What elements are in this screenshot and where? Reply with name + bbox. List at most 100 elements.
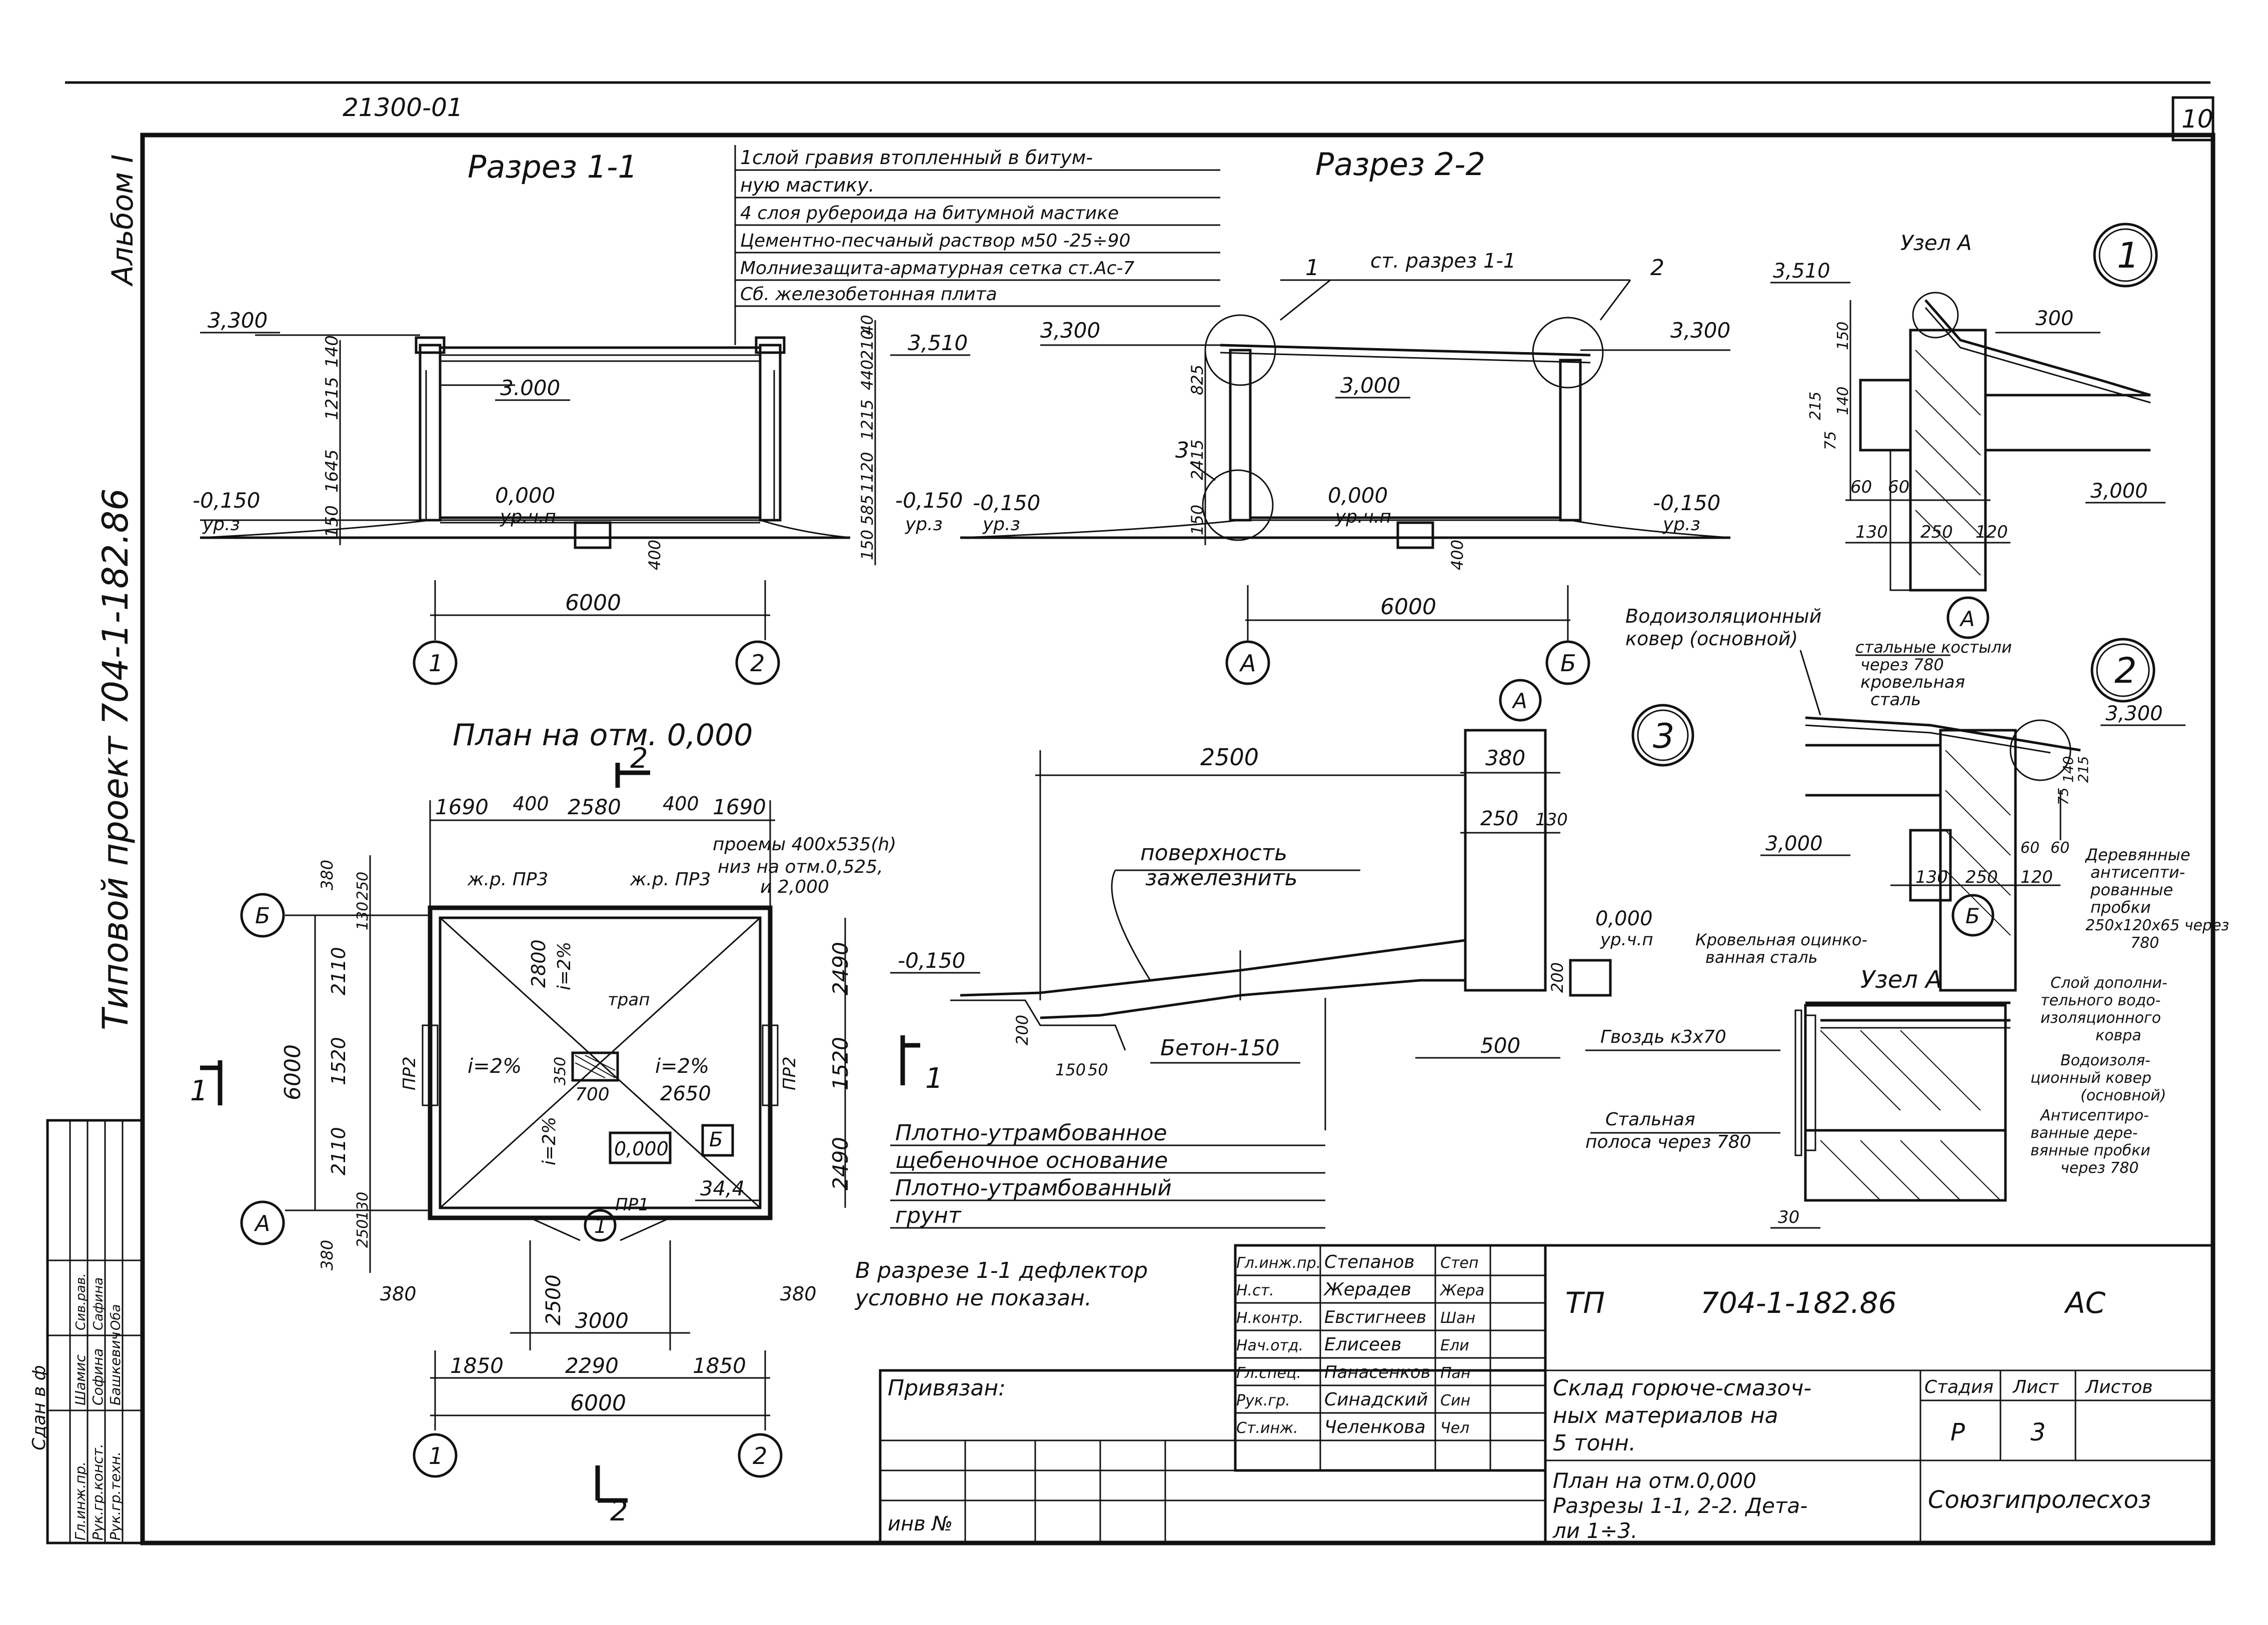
detail-2-note-4: 250х120х65 через xyxy=(2085,917,2229,934)
s22-axis-b: Б xyxy=(1560,650,1576,677)
detail-2: 2 Водоизоляционный ковер (основной) стал… xyxy=(1625,605,2229,992)
s22-elev-0000: 0,000 xyxy=(1328,483,1388,508)
s11-axis-1: 1 xyxy=(429,650,443,677)
plan-openings-0: проемы 400х535(h) xyxy=(713,834,896,855)
s22-span: 6000 xyxy=(1380,594,1436,620)
tb-name-2: 5 тонн. xyxy=(1553,1430,1636,1456)
staff-0-role: Гл.инж.пр. xyxy=(1236,1254,1321,1272)
s11-depth: 400 xyxy=(645,540,664,570)
detail-2-dh0: 60 xyxy=(2020,839,2039,857)
node-a-label-4: полоса через 780 xyxy=(1585,1132,1751,1152)
section-1-1: Разрез 1-1 1слой гравия втопленный в бит… xyxy=(193,145,1220,685)
s22-label-urz-l: ур.з xyxy=(982,514,1020,535)
sheet-number: 10 xyxy=(2181,105,2213,134)
node-a-label-1: ванная сталь xyxy=(1705,948,1818,967)
detail-1-dv2: 140 xyxy=(1834,387,1852,415)
note-line-1: условно не показан. xyxy=(854,1285,1092,1311)
plan-door-w: 3000 xyxy=(575,1308,629,1333)
s11-dim-l2: 1645 xyxy=(322,449,342,493)
s11-elev-m0150: -0,150 xyxy=(193,488,260,513)
s11-dim-r0: 40 xyxy=(858,315,877,335)
revision-strip: Сдан в ф Гл.инж.пр. Шамис Сив.рав. Рук.г… xyxy=(29,1119,144,1544)
plan-title: План на отм. 0,000 xyxy=(453,718,753,753)
detail-3-dim-380: 380 xyxy=(1485,746,1525,770)
note-block: В разрезе 1-1 дефлектор условно не показ… xyxy=(854,1258,1148,1311)
detail-2-label-3: через 780 xyxy=(1860,655,1944,674)
s11-dim-l0: 140 xyxy=(322,335,342,368)
plan-room: Б xyxy=(709,1128,723,1151)
plan-axis-2: 2 xyxy=(753,1442,767,1469)
plan-inner-350: 350 xyxy=(552,1057,569,1085)
plan-inner-700: 700 xyxy=(575,1084,610,1105)
detail-2-note-5: 780 xyxy=(2130,934,2159,952)
detail-1-number: 1 xyxy=(2117,235,2139,276)
staff-1-role: Н.ст. xyxy=(1236,1282,1274,1299)
plan-openings-1: низ на отм.0,525, xyxy=(718,857,883,877)
plan-left-5: 2110 xyxy=(328,1127,350,1175)
plan-inner-2650: 2650 xyxy=(660,1082,711,1105)
tb-name-0: Склад горюче-смазоч- xyxy=(1553,1375,1811,1401)
plan-right-2: 2490 xyxy=(828,1137,853,1190)
detail-3: 3 2500 380 250 130 А поверхность зажелез… xyxy=(890,679,1694,1229)
staff-3-role: Нач.отд. xyxy=(1236,1337,1303,1354)
section-1-1-outline xyxy=(200,334,851,549)
detail-3-elev-0000: 0,000 xyxy=(1595,907,1653,930)
detail-3-urchp: ур.ч.п xyxy=(1600,930,1653,950)
detail-2-dh2: 130 xyxy=(1915,867,1948,887)
s11-label-urchp: ур.ч.п xyxy=(500,507,556,527)
plan-pr1: ПР1 xyxy=(615,1195,649,1215)
s22-callout-2: 2 xyxy=(1650,255,1664,281)
detail-3-surface-1: зажелезнить xyxy=(1145,865,1298,891)
tb-mark: АС xyxy=(2063,1286,2106,1320)
plan-left-0: 380 xyxy=(318,860,337,890)
rev-r1-c2: Сафина xyxy=(91,1277,106,1330)
tb-content-0: План на отм.0,000 xyxy=(1553,1468,1756,1493)
staff-3-name: Елисеев xyxy=(1324,1334,1401,1355)
staff-4-role: Гл.спец. xyxy=(1236,1364,1301,1382)
node-a-note-10: через 780 xyxy=(2060,1159,2138,1177)
s11-dim-r4: 1120 xyxy=(858,452,877,493)
detail-1-dh0: 60 xyxy=(1850,477,1872,497)
plan-axis-b: Б xyxy=(255,903,270,929)
detail-2-note-0: Деревянные xyxy=(2084,845,2190,864)
node-a-note-8: ванные дере- xyxy=(2030,1124,2138,1142)
plan-total-left: 6000 xyxy=(280,1044,306,1100)
detail-2-dv1: 215 xyxy=(2075,756,2091,783)
plan-right-0: 2490 xyxy=(828,942,853,995)
s22-elev-3300-l: 3,300 xyxy=(1040,318,1100,343)
sheet-frame: 10 21300-01 Альбом I Типовой проект 704-… xyxy=(65,81,2215,1545)
tb-stage: Р xyxy=(1950,1418,1965,1446)
node-a-title: Узел А xyxy=(1860,966,1942,994)
staff-5-name: Синадский xyxy=(1324,1389,1428,1410)
s11-elev-0000: 0,000 xyxy=(495,483,555,508)
detail-3-surface-0: поверхность xyxy=(1140,840,1287,866)
plan-trap: трап xyxy=(608,990,650,1010)
plan-bottom-2: 1850 xyxy=(693,1353,746,1378)
signature-3: Ели xyxy=(1440,1337,1469,1354)
detail-1-node: Узел А xyxy=(1900,231,1972,255)
tb-inv: инв № xyxy=(888,1512,953,1535)
staff-4-name: Панасенков xyxy=(1324,1362,1431,1382)
rev-r1-c0: Рук.гр.конст. xyxy=(90,1443,106,1540)
plan-top-0: 1690 xyxy=(435,795,489,819)
node-a-note-5: ционный ковер xyxy=(2030,1069,2151,1087)
plan-axis-1: 1 xyxy=(429,1442,443,1469)
detail-2-elev-3000: 3,000 xyxy=(1765,832,1823,855)
detail-1-dh2: 130 xyxy=(1855,522,1888,542)
layer-3: Цементно-песчаный раствор м50 -25÷90 xyxy=(740,231,1130,251)
s11-dim-r6: 150 xyxy=(858,530,877,560)
detail-3-dim-250: 250 xyxy=(1480,807,1518,830)
detail-3-dim-2500: 2500 xyxy=(1200,744,1259,771)
detail-1-dv1: 215 xyxy=(1807,392,1824,420)
tb-sheet-h: Лист xyxy=(2012,1377,2059,1397)
tb-sheets-h: Листов xyxy=(2084,1377,2152,1397)
detail-1-axis: А xyxy=(1959,607,1975,631)
node-a-dim-30: 30 xyxy=(1778,1207,1799,1227)
s11-dim-r3: 1215 xyxy=(858,400,877,440)
s22-elev-3000: 3,000 xyxy=(1340,373,1400,398)
plan-axis-a: А xyxy=(254,1211,270,1236)
plan-jr-left: ж.р. ПР3 xyxy=(467,869,548,890)
tb-name-1: ных материалов на xyxy=(1553,1403,1778,1428)
plan-slope-bottom: i=2% xyxy=(539,1117,560,1165)
